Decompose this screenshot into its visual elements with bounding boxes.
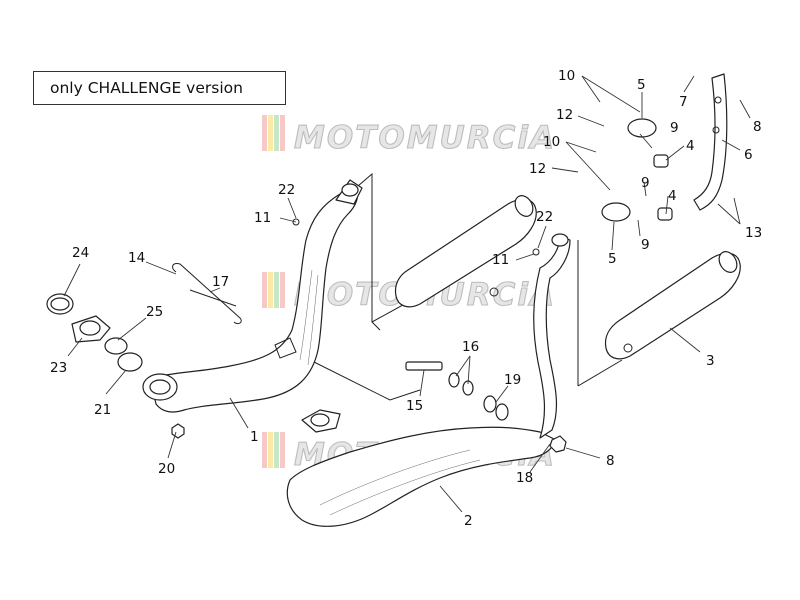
label-14: 14: [128, 250, 145, 266]
label-9c: 9: [641, 237, 650, 253]
label-13: 13: [745, 225, 762, 241]
label-23: 23: [50, 360, 67, 376]
label-17: 17: [212, 274, 229, 290]
part-labels: 1 2 3 4 4 5 5 6 7 8 8 9 9 9 10 10 11 11 …: [50, 68, 762, 529]
label-9a: 9: [670, 120, 679, 136]
gaskets-flanges: [46, 293, 143, 372]
label-4b: 4: [668, 188, 677, 204]
label-10b: 10: [543, 134, 560, 150]
upper-silencer: [394, 195, 537, 308]
label-16: 16: [462, 339, 479, 355]
label-8b: 8: [606, 453, 615, 469]
challenge-version-text: only CHALLENGE version: [50, 79, 243, 97]
label-12b: 12: [529, 161, 546, 177]
label-1: 1: [250, 429, 259, 445]
fasteners: [171, 218, 567, 453]
label-22b: 22: [536, 209, 553, 225]
label-25: 25: [146, 304, 163, 320]
label-11b: 11: [492, 252, 509, 268]
label-11a: 11: [254, 210, 271, 226]
label-18: 18: [516, 470, 533, 486]
label-15: 15: [406, 398, 423, 414]
front-header-pipe: [142, 179, 363, 413]
label-4a: 4: [686, 138, 695, 154]
label-7: 7: [679, 94, 688, 110]
watermark-top: MOTOMURCiA: [262, 115, 556, 157]
svg-text:MOTOMURCiA: MOTOMURCiA: [294, 120, 556, 156]
silencer-clamps: [601, 118, 673, 222]
lower-silencer: [604, 251, 741, 360]
label-24: 24: [72, 245, 89, 261]
challenge-version-note: only CHALLENGE version: [33, 71, 286, 105]
label-8a: 8: [753, 119, 762, 135]
rear-header-pipe: [286, 233, 571, 527]
label-6: 6: [744, 147, 753, 163]
label-19: 19: [504, 372, 521, 388]
label-3: 3: [706, 353, 715, 369]
label-9b: 9: [641, 175, 650, 191]
label-20: 20: [158, 461, 175, 477]
silencer-bracket: [693, 73, 728, 211]
label-2: 2: [464, 513, 473, 529]
label-5b: 5: [608, 251, 617, 267]
leader-lines: [63, 75, 751, 513]
label-12a: 12: [556, 107, 573, 123]
label-5a: 5: [637, 77, 646, 93]
label-10a: 10: [558, 68, 575, 84]
label-21: 21: [94, 402, 111, 418]
label-22a: 22: [278, 182, 295, 198]
